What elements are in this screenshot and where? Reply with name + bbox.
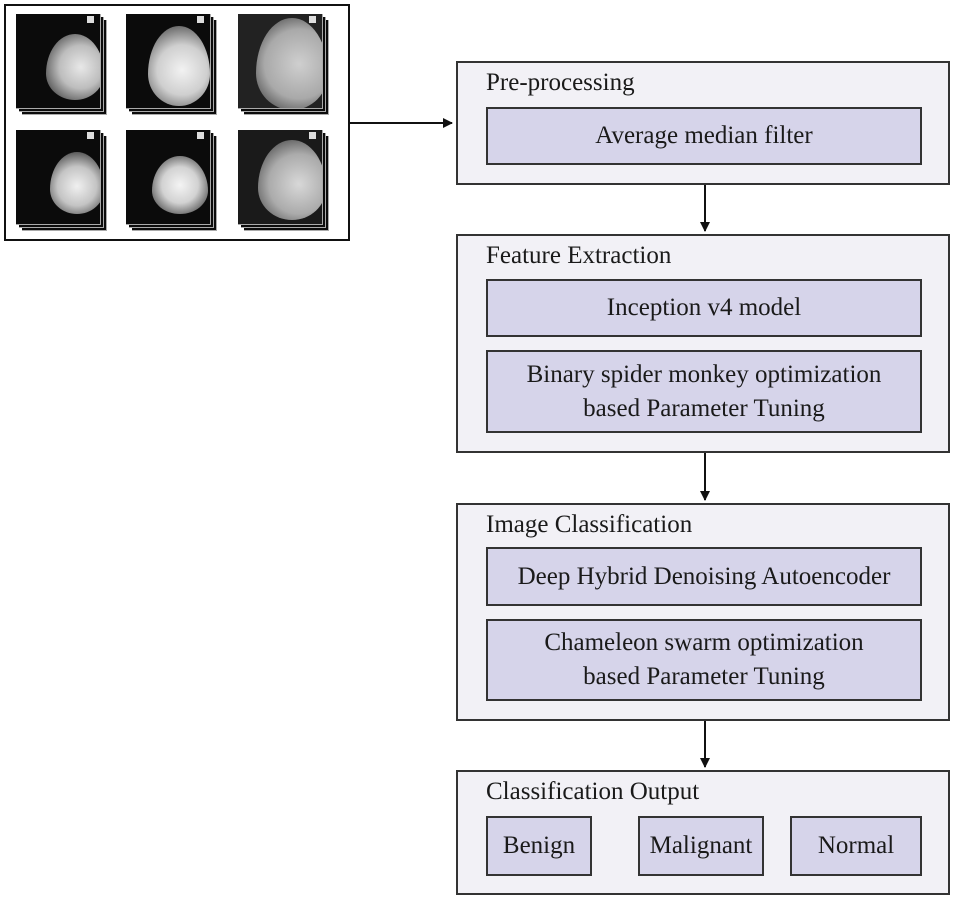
mammogram-image [126,14,217,115]
stage-feature-extraction: Feature Extraction Inception v4 model Bi… [456,234,950,453]
stage-title: Classification Output [486,778,700,805]
mammogram-image [126,130,217,231]
step-average-median-filter: Average median filter [486,107,922,165]
step-bsmo-tuning: Binary spider monkey optimization based … [486,350,922,433]
class-benign: Benign [486,816,592,876]
mammogram-image [16,130,107,231]
step-cso-tuning: Chameleon swarm optimization based Param… [486,619,922,701]
class-normal: Normal [790,816,922,876]
class-malignant: Malignant [638,816,764,876]
mammogram-image [238,14,329,115]
step-inception-v4: Inception v4 model [486,279,922,337]
stage-image-classification: Image Classification Deep Hybrid Denoisi… [456,503,950,721]
mammogram-image [238,130,329,231]
stage-classification-output: Classification Output Benign Malignant N… [456,770,950,895]
step-dhdae: Deep Hybrid Denoising Autoencoder [486,547,922,606]
mammogram-input-panel [4,4,350,241]
mammogram-image [16,14,107,115]
stage-title: Pre-processing [486,69,635,96]
stage-title: Feature Extraction [486,242,672,269]
stage-title: Image Classification [486,511,693,538]
stage-preprocessing: Pre-processing Average median filter [456,61,950,185]
